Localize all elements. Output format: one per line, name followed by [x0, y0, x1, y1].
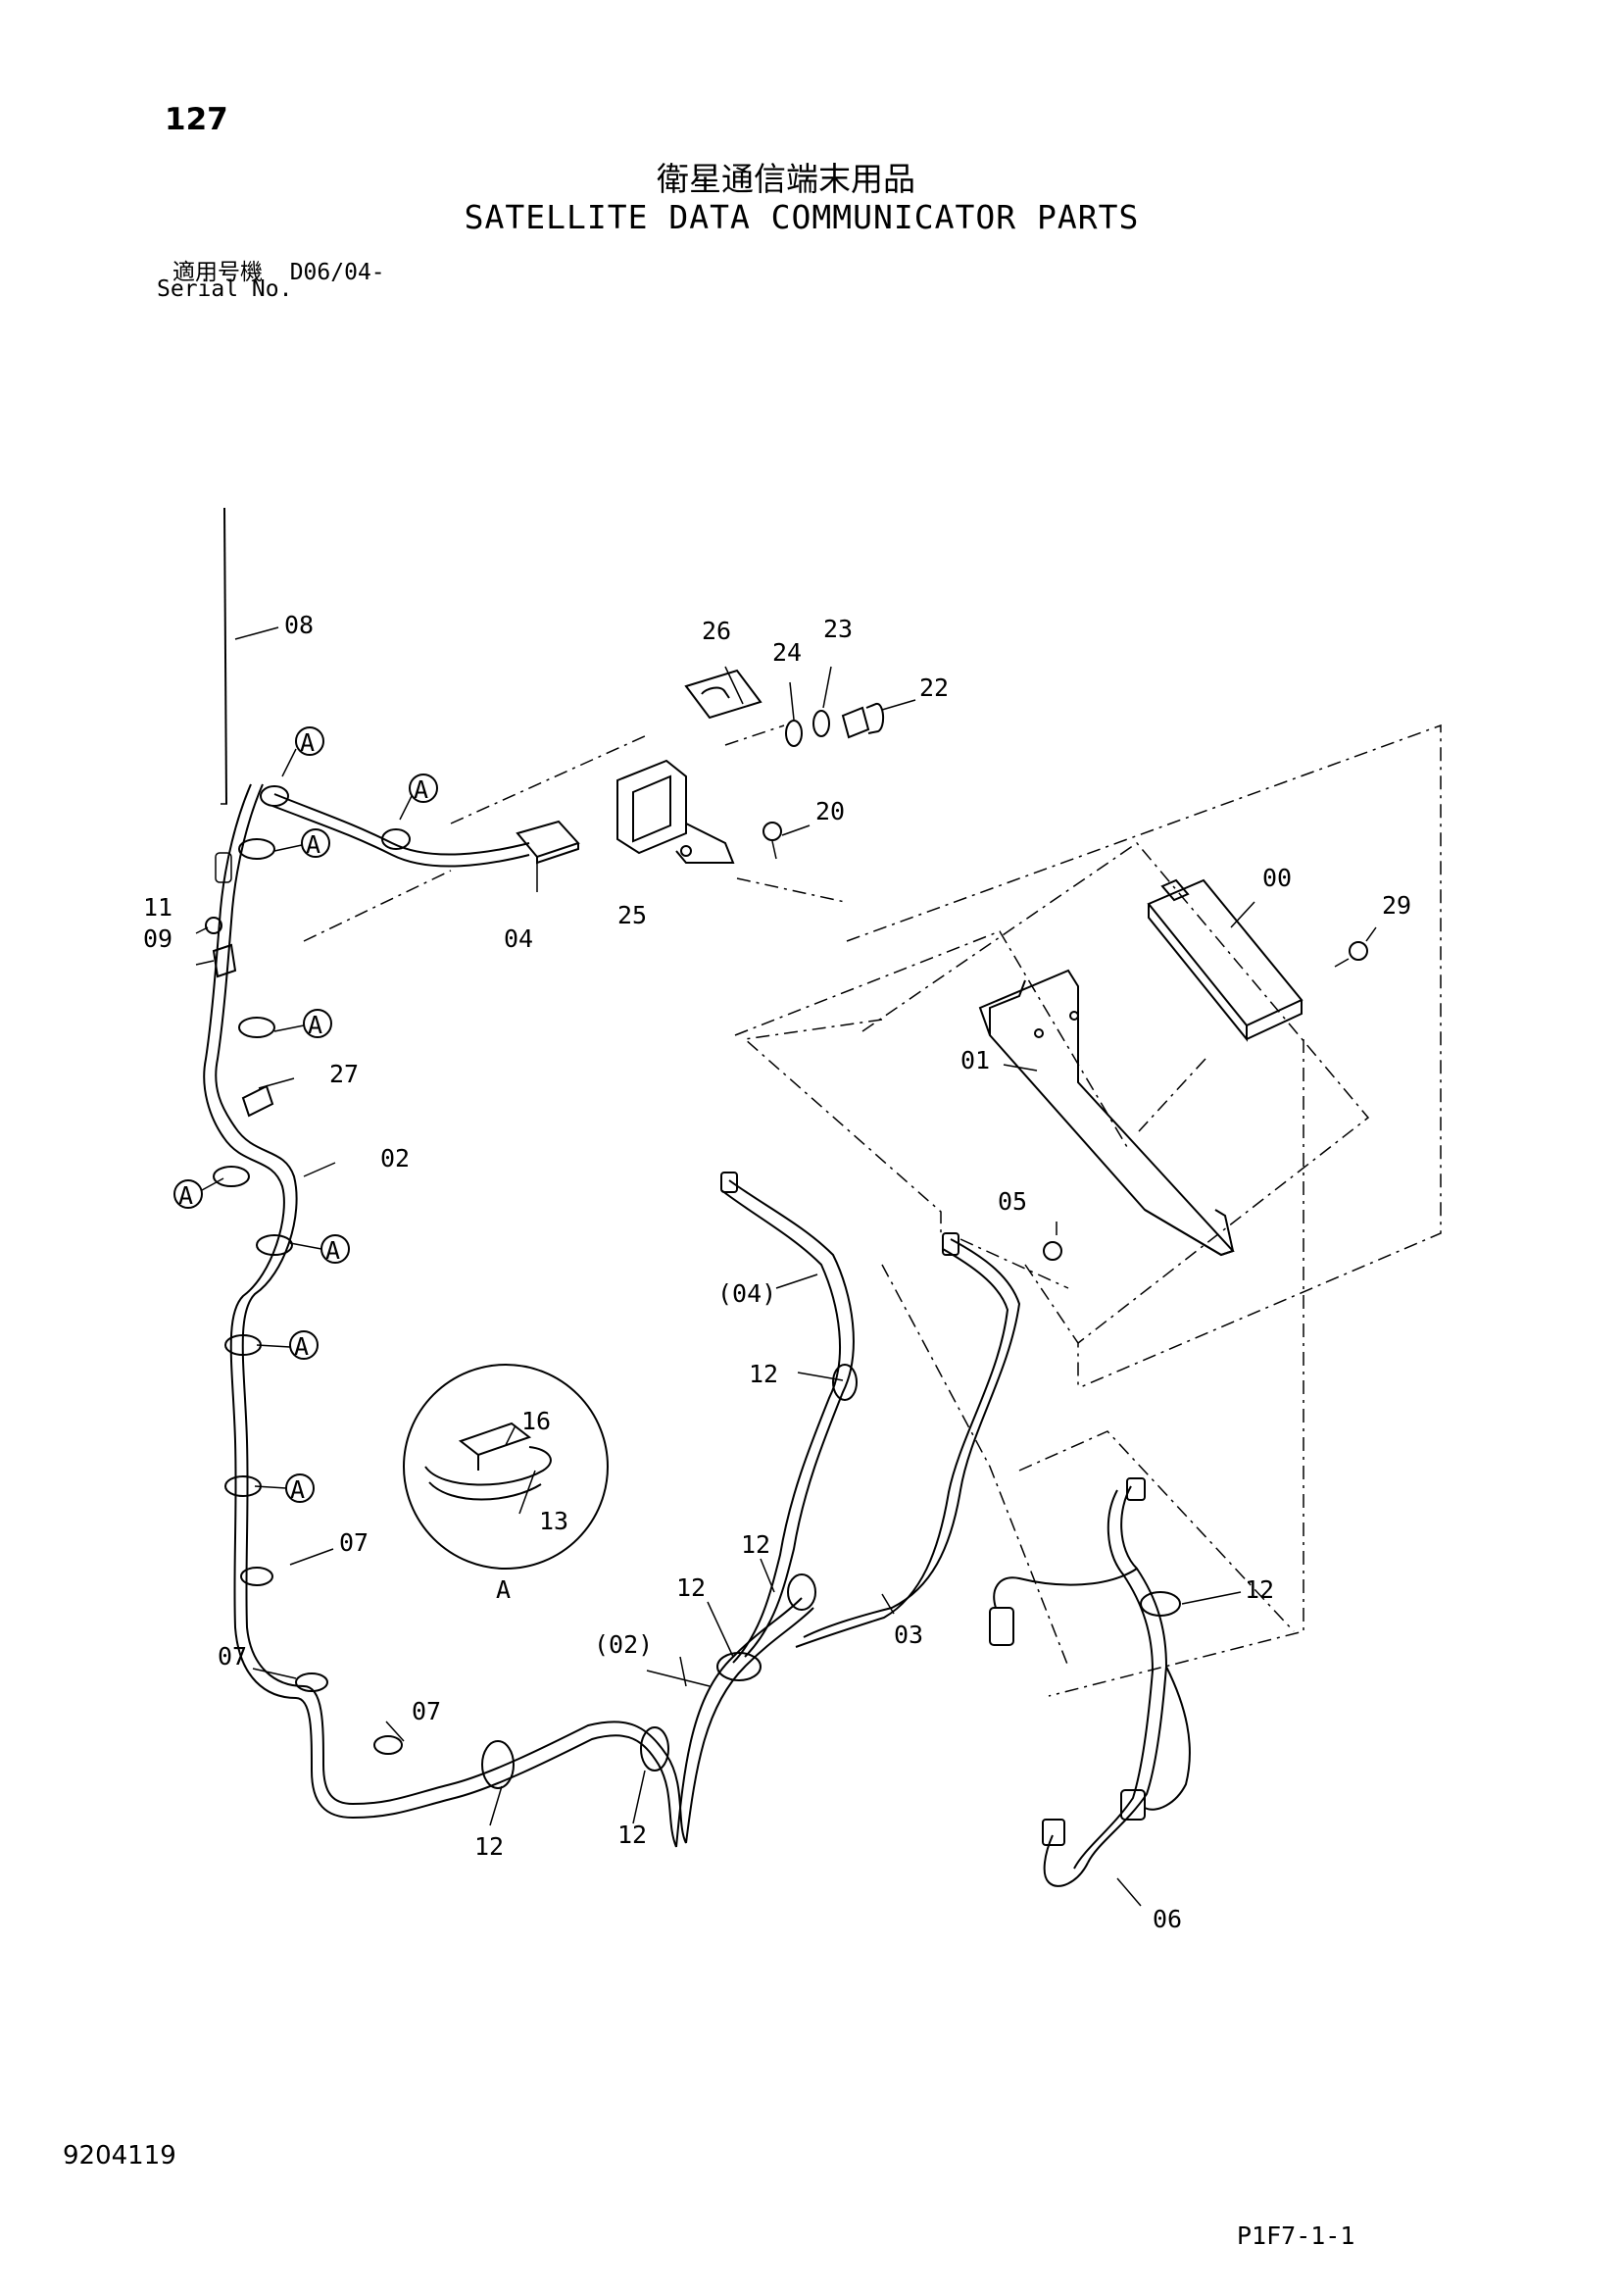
callout-03: 03 — [894, 1621, 923, 1649]
serial-label-japanese: 適用号機 — [172, 260, 263, 285]
title-english: SATELLITE DATA COMMUNICATOR PARTS — [464, 198, 1140, 236]
callout-23: 23 — [823, 615, 853, 643]
callout-05: 05 — [998, 1187, 1027, 1216]
detail-view-a: A — [403, 1364, 609, 1604]
fasteners — [762, 703, 1368, 1261]
callout-25: 25 — [617, 901, 647, 929]
callout-26: 26 — [702, 617, 731, 645]
callout-08: 08 — [284, 611, 314, 639]
page-reference: P1F7-1-1 — [1237, 2221, 1355, 2250]
svg-text:A: A — [325, 1236, 340, 1265]
svg-text:A: A — [290, 1475, 305, 1504]
callout-12-f: 12 — [617, 1821, 647, 1849]
callout-16: 16 — [521, 1407, 551, 1435]
callout-13: 13 — [539, 1507, 568, 1535]
bracket-09 — [205, 917, 274, 1118]
callout-02-ref: (02) — [594, 1630, 653, 1659]
serial-value: D06/04- — [289, 260, 385, 285]
svg-text:A: A — [294, 1332, 309, 1361]
svg-text:A: A — [178, 1181, 193, 1210]
callout-02: 02 — [380, 1144, 410, 1173]
detail-view-label: A — [496, 1575, 511, 1604]
plate-26 — [684, 669, 785, 746]
callout-11: 11 — [143, 893, 172, 922]
assembly-lines — [303, 724, 1442, 1697]
serial-applicability: 適用号機 D06/04- — [172, 253, 385, 286]
harness-06 — [989, 1477, 1191, 1887]
page-number: 127 — [165, 102, 228, 137]
callout-24: 24 — [772, 638, 802, 667]
callout-07-b: 07 — [218, 1642, 247, 1671]
callout-22: 22 — [919, 674, 949, 702]
callout-labels: 08 26 24 23 22 20 25 04 11 09 00 29 01 2… — [143, 611, 1411, 1933]
callout-12-c: 12 — [676, 1573, 706, 1602]
callout-07-c: 07 — [412, 1697, 441, 1725]
harness-03 — [795, 1232, 1021, 1648]
controller-00 — [1147, 878, 1303, 1042]
bracket-25 — [616, 759, 735, 864]
callout-20: 20 — [815, 797, 845, 825]
callout-04-ref: (04) — [717, 1279, 776, 1308]
title-japanese: 衛星通信端末用品 — [657, 160, 915, 198]
svg-text:A: A — [306, 830, 320, 859]
clamp-a-label: A — [300, 728, 315, 757]
callout-00: 00 — [1262, 864, 1292, 892]
leader-lines — [195, 626, 1377, 1907]
callout-01: 01 — [960, 1046, 990, 1074]
callout-12-a: 12 — [749, 1360, 778, 1388]
callout-09: 09 — [143, 924, 172, 953]
clamp-markers: A A A A A A A A — [173, 726, 1181, 1789]
callout-06: 06 — [1153, 1905, 1182, 1933]
callout-07-a: 07 — [339, 1528, 369, 1557]
svg-text:A: A — [414, 775, 428, 804]
callout-04: 04 — [504, 924, 533, 953]
callout-29: 29 — [1382, 891, 1411, 920]
document-code: 9204119 — [63, 2141, 176, 2171]
svg-text:A: A — [308, 1011, 322, 1039]
callout-12-b: 12 — [741, 1530, 770, 1559]
callout-27: 27 — [329, 1060, 359, 1088]
callout-12-d: 12 — [1245, 1575, 1274, 1604]
antenna-rod — [215, 507, 232, 883]
serial-label-english: Serial No. — [157, 276, 293, 302]
callout-12-e: 12 — [474, 1832, 504, 1861]
bracket-01 — [978, 969, 1235, 1257]
